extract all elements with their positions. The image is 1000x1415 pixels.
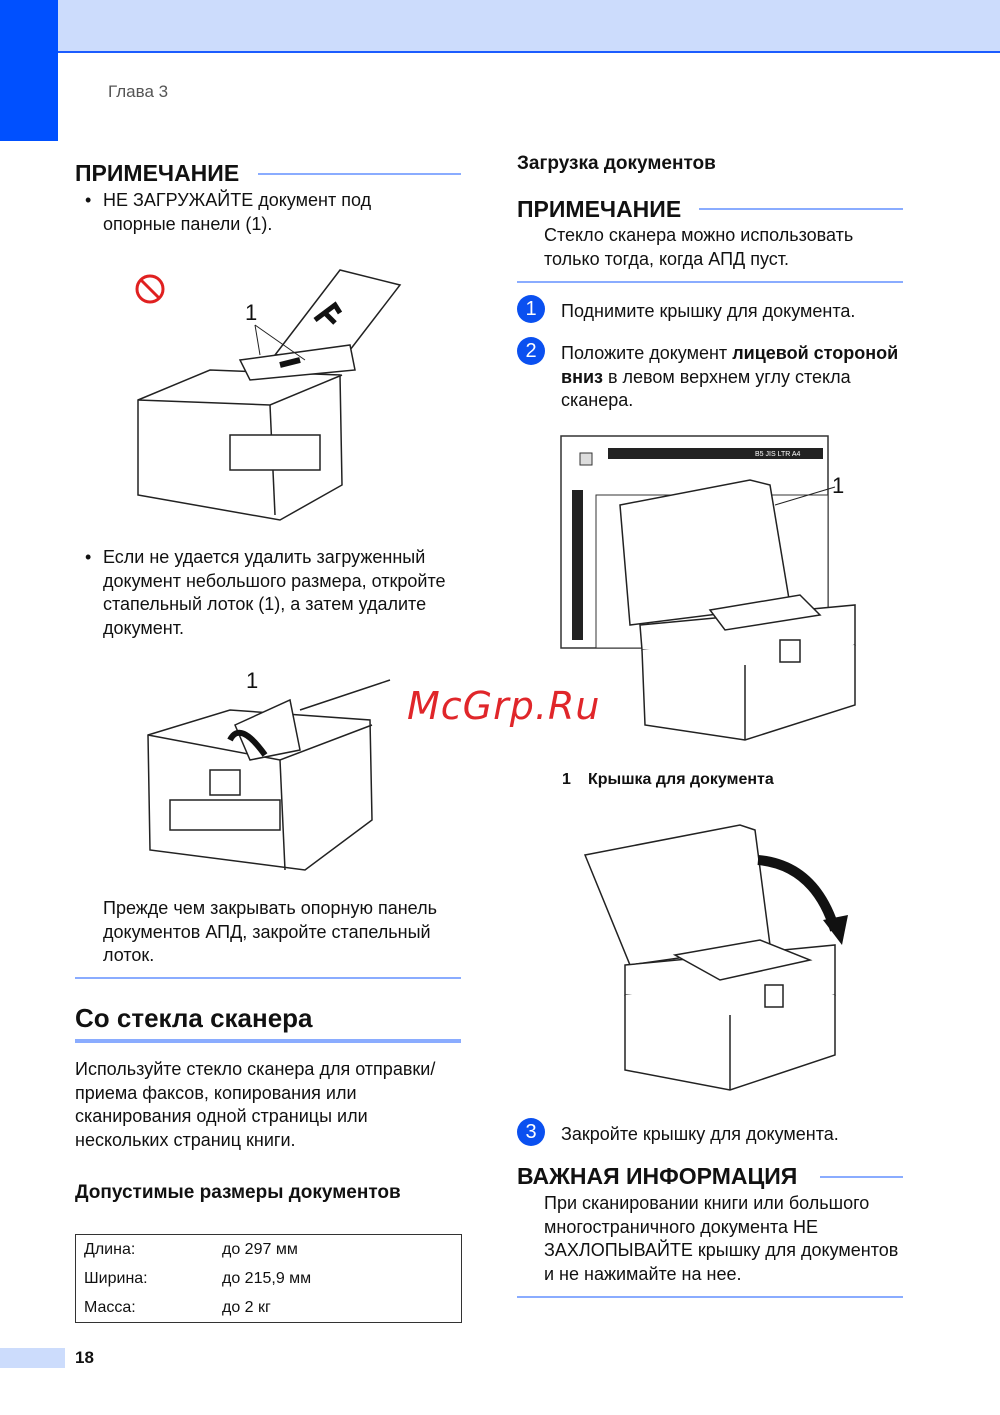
caption-number: 1 <box>562 771 571 788</box>
divider <box>258 173 461 175</box>
divider <box>820 1176 903 1178</box>
step-number-2: 2 <box>517 337 545 365</box>
note-title: ПРИМЕЧАНИЕ <box>517 196 682 222</box>
callout-number: 1 <box>245 300 258 325</box>
callout-number: 1 <box>246 668 259 693</box>
step-text: Положите документ лицевой стороной вниз … <box>561 342 906 413</box>
scale-label: LTR <box>777 451 791 458</box>
important-title: ВАЖНАЯ ИНФОРМАЦИЯ <box>517 1163 798 1189</box>
step-text-bold: лицевой стороной вниз <box>561 343 899 387</box>
note-text: Стекло сканера можно использовать только… <box>544 225 854 269</box>
note-closing-text: Прежде чем закрывать опорную панель доку… <box>103 898 437 965</box>
table-row: Длина: до 297 мм <box>76 1235 462 1265</box>
page-number: 18 <box>75 1348 94 1367</box>
callout-number: 1 <box>832 473 845 498</box>
divider <box>699 208 903 210</box>
scale-label: B5 JIS <box>755 451 776 458</box>
scale-labels: B5 JIS LTR A4 <box>755 451 800 458</box>
divider <box>75 977 461 979</box>
close-cover-illustration <box>583 824 848 1091</box>
sizes-title: Допустимые размеры документов <box>75 1182 401 1203</box>
row-label: Ширина: <box>84 1269 148 1287</box>
step-number-1: 1 <box>517 295 545 323</box>
divider <box>517 1296 903 1298</box>
step-text-part: Положите документ <box>561 343 733 363</box>
adf-illustration <box>135 269 402 521</box>
figure-caption: Крышка для документа <box>588 771 774 788</box>
divider <box>517 281 903 283</box>
subsection-title: Загрузка документов <box>517 153 716 174</box>
row-value: до 297 мм <box>222 1240 298 1258</box>
table-row: Ширина: до 215,9 мм <box>76 1264 462 1293</box>
step-number-3: 3 <box>517 1118 545 1146</box>
row-value: до 2 кг <box>222 1298 271 1316</box>
chapter-label: Глава 3 <box>108 82 169 101</box>
section-title: Со стекла сканера <box>75 1003 313 1033</box>
important-text: При сканировании книги или большого мног… <box>544 1193 899 1284</box>
step-text: Закройте крышку для документа. <box>561 1124 839 1144</box>
row-label: Масса: <box>84 1298 136 1316</box>
scanner-glass-illustration <box>560 435 856 741</box>
page-number-band <box>0 1348 65 1368</box>
step-text: Поднимите крышку для документа. <box>561 301 856 321</box>
chapter-tab <box>0 0 58 141</box>
watermark: McGrp.Ru <box>407 684 601 728</box>
row-label: Длина: <box>84 1240 136 1258</box>
prohibited-icon <box>135 274 165 304</box>
header-band <box>58 0 1000 53</box>
section-underline <box>75 1039 461 1043</box>
note-bullet: Если не удается удалить загруженный доку… <box>85 546 463 640</box>
step-text-part: в левом верхнем углу стекла сканера. <box>561 366 851 411</box>
output-tray-illustration <box>147 679 391 871</box>
note-bullet: НЕ ЗАГРУЖАЙТЕ документ под опорные панел… <box>85 189 433 236</box>
note-title: ПРИМЕЧАНИЕ <box>75 160 240 186</box>
section-text: Используйте стекло сканера для отправки/… <box>75 1059 436 1150</box>
row-value: до 215,9 мм <box>222 1269 312 1287</box>
scale-label: A4 <box>791 451 801 458</box>
sizes-table: Длина: до 297 мм Ширина: до 215,9 мм Масса… <box>75 1234 462 1323</box>
table-row: Масса: до 2 кг <box>76 1293 462 1323</box>
